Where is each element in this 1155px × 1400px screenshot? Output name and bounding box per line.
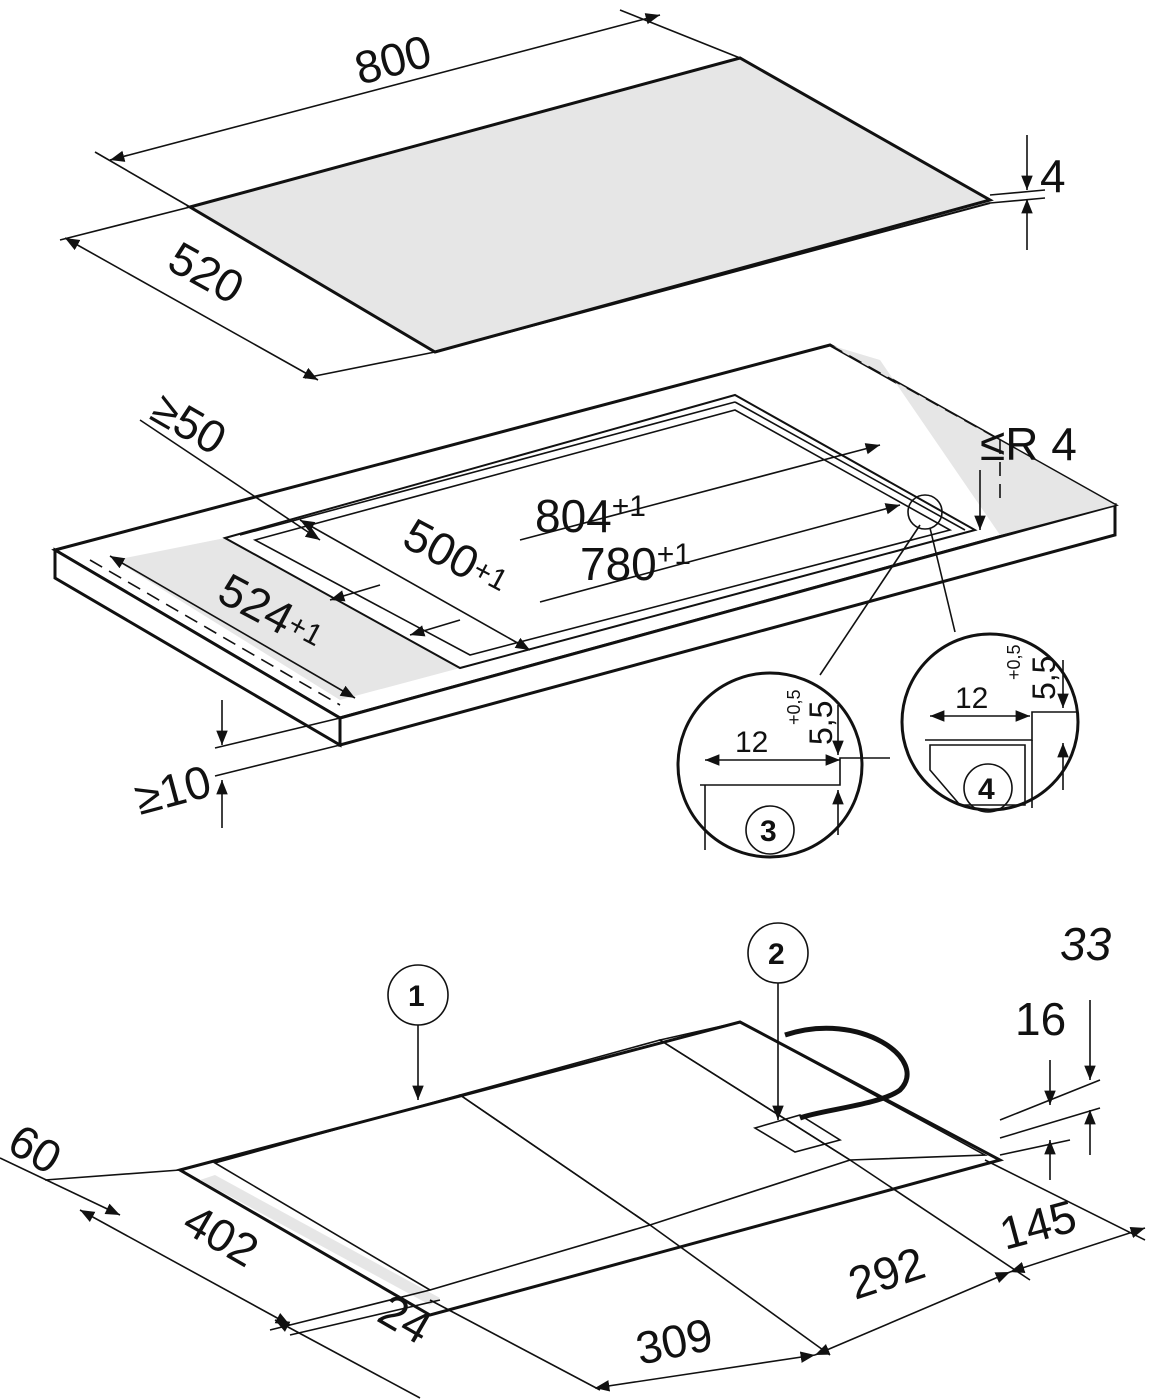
callout-1: 1 <box>408 980 425 1013</box>
dim-min-50: ≥50 <box>143 382 235 465</box>
dim-309: 309 <box>631 1308 717 1375</box>
countertop: ≥50 ≤R 4 804+1 780+1 500+1 524+1 ≥10 <box>51 343 1119 828</box>
dim-804: 804+1 <box>535 490 646 542</box>
dim-16: 16 <box>1015 993 1066 1045</box>
dim-radius-4: ≤R 4 <box>980 418 1077 470</box>
dim-min-10: ≥10 <box>129 755 216 825</box>
detail-3-tol: +0,5 <box>784 689 804 725</box>
detail-4: 12 5,5 +0,5 4 <box>900 632 1080 813</box>
detail-4-depth: 5,5 <box>1026 656 1062 700</box>
callout-2: 2 <box>768 938 785 971</box>
dim-145: 145 <box>994 1190 1082 1260</box>
dim-800: 800 <box>349 25 437 95</box>
dim-4: 4 <box>1040 150 1066 202</box>
dim-33: 33 <box>1060 918 1112 970</box>
dim-60: 60 <box>0 1114 70 1185</box>
dim-780: 780+1 <box>580 538 691 590</box>
hob: 1 2 33 16 60 402 24 309 292 145 <box>0 918 1146 1399</box>
dim-520: 520 <box>160 231 252 314</box>
detail-4-number: 4 <box>978 773 995 806</box>
detail-3-width: 12 <box>735 726 768 759</box>
detail-3: 12 5,5 +0,5 3 <box>676 671 890 859</box>
detail-4-tol: +0,5 <box>1004 644 1024 680</box>
glass-top: 800 520 4 <box>59 9 1066 381</box>
detail-3-number: 3 <box>760 815 777 848</box>
dim-292: 292 <box>842 1236 931 1309</box>
dim-800-line <box>109 13 661 162</box>
detail-3-depth: 5,5 <box>803 701 839 745</box>
detail-4-width: 12 <box>955 682 988 715</box>
